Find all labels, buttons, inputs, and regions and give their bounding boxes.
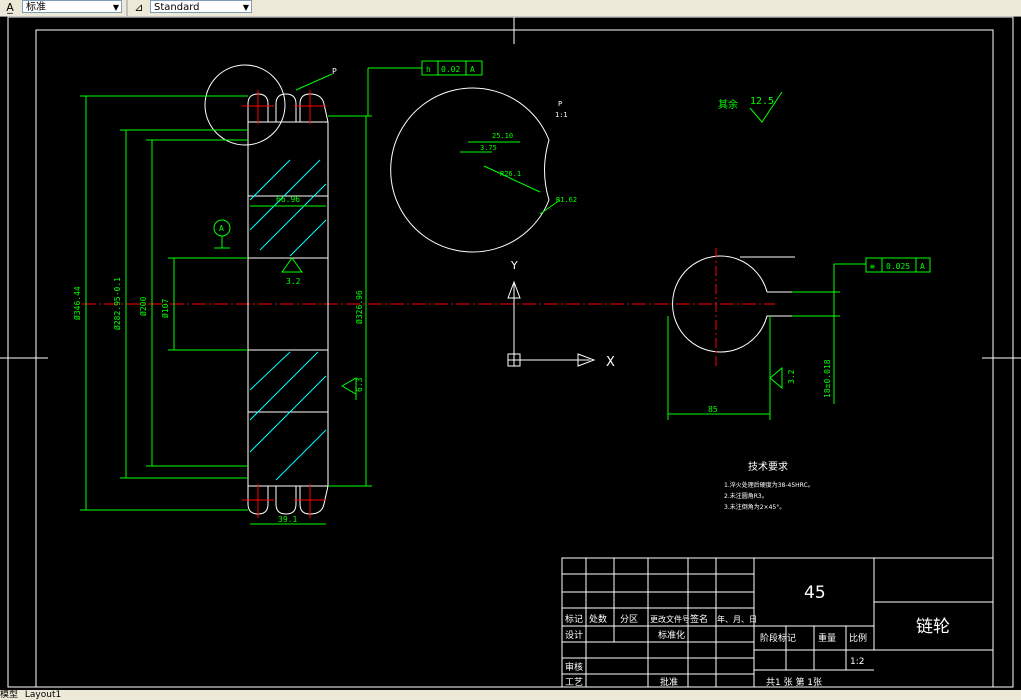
rough-rest-value: 12.5: [750, 96, 774, 107]
layout-tabs: 模型 Layout1: [0, 690, 1021, 700]
dim-width: 39.1: [278, 515, 297, 524]
keyway-section: 85 18±0.018 3.2 ≡ 0.025 A: [667, 248, 931, 420]
detail-dim-a: 25.10: [492, 132, 513, 140]
roughness-rest: 其余 12.5: [718, 91, 783, 123]
tab-layout1[interactable]: Layout1: [24, 690, 62, 700]
detail-dim-d: R1.62: [556, 196, 577, 204]
tb-standardization: 标准化: [658, 629, 685, 641]
kw-tol-symbol: ≡: [870, 262, 875, 271]
tb-process: 工艺: [565, 677, 583, 688]
datum-label: A: [219, 224, 224, 233]
detail-scale: 1:1: [555, 111, 568, 119]
title-block-text: 标记 处数 分区 更改文件号 签名 年、月、日 设计 标准化 审核 工艺 批准 …: [565, 583, 950, 688]
kw-tol-ref: A: [920, 262, 925, 271]
tb-date: 年、月、日: [717, 614, 757, 624]
rough-left: 3.2: [286, 277, 301, 286]
tb-sheets: 共1 张 第 1张: [766, 676, 822, 688]
tb-scale-label: 比例: [849, 632, 867, 644]
dimension-labels: Ø346.44 Ø282.95-0.1 Ø200 Ø107 Ø326.96 66…: [72, 65, 475, 524]
tech-note-1: 1.淬火处理后硬度为38-45HRC。: [724, 481, 814, 489]
tb-stage-mark: 阶段标记: [760, 632, 796, 644]
tb-sign: 签名: [690, 613, 708, 625]
dim-bore-diameter: Ø107: [160, 299, 170, 318]
dimensions: [80, 60, 483, 525]
dim-hub-diameter: Ø200: [138, 297, 148, 316]
dim-root-diameter: Ø282.95-0.1: [112, 277, 122, 330]
tb-design: 设计: [565, 629, 583, 641]
chevron-down-icon: ▼: [112, 3, 119, 12]
toolbar-separator: [126, 0, 128, 16]
dim-pitch-diameter: Ø326.96: [354, 290, 364, 324]
detail-label: P: [558, 100, 562, 108]
detail-view: 25.10 3.75 R26.1 R1.62 P 1:1: [390, 87, 577, 253]
kw-width-dim: 85: [708, 405, 718, 414]
dim-style-icon[interactable]: ⊿: [134, 1, 144, 14]
dim-outer-diameter: Ø346.44: [72, 286, 82, 320]
ucs-icon: [507, 280, 596, 367]
detail-marker: P: [332, 67, 337, 76]
tb-check: 审核: [565, 661, 583, 673]
tab-model[interactable]: 模型: [0, 690, 19, 700]
tb-part-name: 链轮: [916, 617, 950, 637]
dim-hub-width: 66.96: [276, 195, 300, 204]
ucs-y-label: Y: [510, 259, 518, 272]
text-style-icon[interactable]: A̲: [6, 1, 14, 14]
detail-dim-c: R26.1: [500, 170, 521, 178]
tol-left-ref: A: [470, 65, 475, 74]
tb-scale-value: 1:2: [850, 657, 864, 667]
tol-left-symbol: h: [426, 65, 431, 74]
tb-approve: 批准: [660, 676, 678, 688]
dim-style-select[interactable]: Standard ▼: [150, 0, 252, 13]
text-style-value: 标准: [26, 2, 46, 13]
tb-weight: 重量: [818, 632, 836, 644]
dim-style-value: Standard: [154, 2, 200, 13]
ucs-x-label: X: [606, 355, 615, 370]
tb-material: 45: [804, 583, 826, 603]
tb-count: 处数: [589, 613, 607, 625]
tb-change-doc: 更改文件号: [650, 614, 690, 624]
tb-mark: 标记: [565, 613, 583, 625]
tech-note-2: 2.未注圆角R3。: [724, 492, 768, 500]
drawing-border: [0, 16, 1021, 688]
detail-dim-b: 3.75: [480, 144, 497, 152]
drawing-canvas[interactable]: Ø346.44 Ø282.95-0.1 Ø200 Ø107 Ø326.96 66…: [0, 16, 1021, 690]
kw-depth-dim: 18±0.018: [823, 359, 832, 398]
kw-tol-value: 0.025: [886, 262, 910, 271]
chevron-down-icon: ▼: [242, 3, 249, 12]
tech-notes-title: 技术要求: [748, 460, 788, 473]
title-block: [561, 557, 994, 688]
tol-left-value: 0.02: [441, 65, 460, 74]
toolbar: A̲ 标准 ▼ ⊿ Standard ▼: [0, 0, 1021, 17]
tb-zone: 分区: [620, 614, 638, 625]
tech-notes: 技术要求 1.淬火处理后硬度为38-45HRC。 2.未注圆角R3。 3.未注倒…: [724, 460, 814, 511]
rough-rest-label: 其余: [718, 98, 738, 111]
tech-note-3: 3.未注倒角为2×45°。: [724, 503, 785, 511]
sprocket-section: [204, 64, 329, 518]
text-style-select[interactable]: 标准 ▼: [22, 0, 122, 13]
rough-right: 6.3: [355, 377, 364, 392]
kw-rough: 3.2: [787, 369, 796, 384]
